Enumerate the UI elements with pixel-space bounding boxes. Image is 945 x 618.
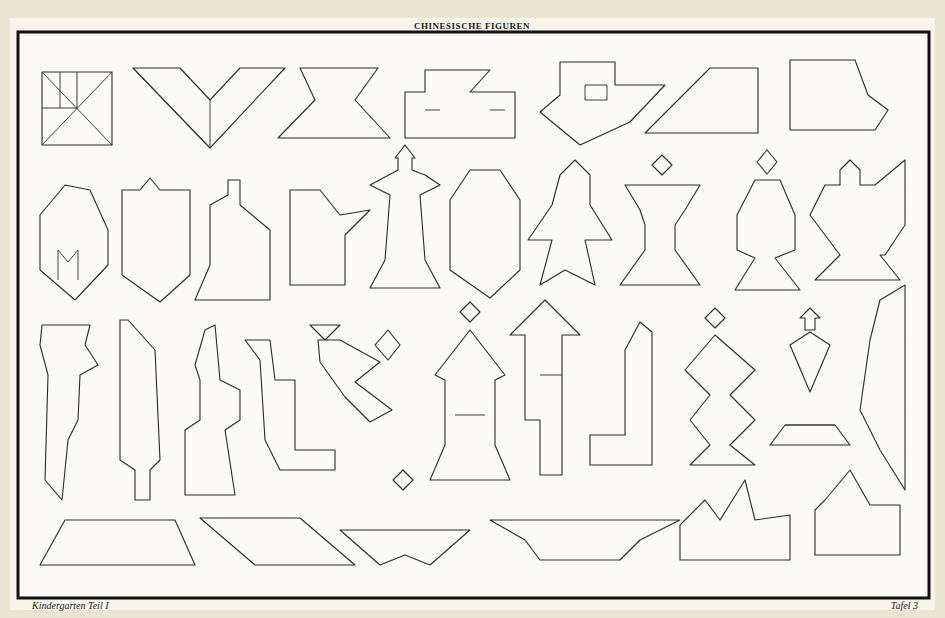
tangram-figure (790, 60, 888, 130)
tangram-figure (460, 302, 480, 322)
plate-frame (18, 32, 929, 598)
tangram-figure (245, 340, 335, 470)
tangram-figures (40, 60, 905, 565)
piece-line (42, 72, 112, 145)
piece-line (585, 85, 586, 100)
tangram-figure (40, 185, 108, 300)
piece-line (133, 68, 210, 148)
tangram-figure (620, 185, 700, 285)
tangram-figure (490, 520, 680, 560)
tangram-figure (685, 335, 755, 465)
tangram-figure (450, 170, 520, 298)
tangram-figure (810, 160, 905, 280)
tangram-figure (800, 308, 820, 330)
tangram-figure (405, 70, 515, 138)
piece-line (585, 100, 607, 101)
tangram-figure (705, 308, 725, 328)
tangram-figure (318, 340, 392, 422)
tangram-figure (42, 72, 112, 145)
piece-line (77, 72, 78, 108)
tangram-figure (815, 470, 900, 555)
tangram-figure (430, 330, 510, 480)
tangram-figure (185, 325, 240, 495)
piece-line (607, 85, 608, 100)
piece-line (78, 250, 79, 280)
plate-note: Tafel 3 (891, 600, 918, 611)
piece-line (425, 110, 440, 111)
tangram-figure (195, 180, 270, 300)
piece-line (58, 250, 59, 280)
piece-line (785, 425, 835, 426)
piece-line (60, 72, 61, 108)
piece-line (490, 110, 505, 111)
piece-lines (42, 68, 835, 425)
piece-line (210, 100, 211, 148)
tangram-figure (133, 68, 285, 148)
tangram-figure (375, 330, 400, 360)
tangram-figure (278, 68, 390, 138)
tangram-figure (393, 470, 413, 490)
piece-line (540, 375, 562, 376)
tangram-figure (770, 425, 850, 445)
card (10, 18, 935, 610)
plate-note: Kindergarten Teil I (32, 600, 108, 611)
tangram-figure (757, 150, 777, 174)
tangram-figure (528, 160, 612, 285)
tangram-figure (645, 68, 758, 133)
piece-line (68, 250, 78, 262)
tangram-figure (790, 332, 830, 392)
piece-line (58, 250, 68, 262)
tangram-figure (340, 530, 470, 565)
piece-line (585, 85, 607, 86)
tangram-figure (122, 178, 190, 302)
plate-title: CHINESISCHE FIGUREN (414, 21, 530, 31)
tangram-figure (652, 155, 672, 175)
tangram-figure (680, 480, 790, 560)
piece-line (42, 72, 112, 145)
tangram-figure (120, 320, 160, 500)
tangram-figure (310, 325, 340, 340)
tangram-figure (860, 285, 905, 490)
tangram-figure (290, 190, 370, 285)
tangram-figure (735, 180, 800, 290)
tangram-figure (40, 325, 98, 500)
tangram-figure (370, 145, 440, 288)
piece-line (455, 415, 485, 416)
tangram-figure (590, 322, 652, 465)
tangram-figure (510, 300, 580, 475)
piece-line (42, 108, 77, 109)
tangram-figure (200, 518, 355, 565)
tangram-figure (40, 520, 195, 565)
